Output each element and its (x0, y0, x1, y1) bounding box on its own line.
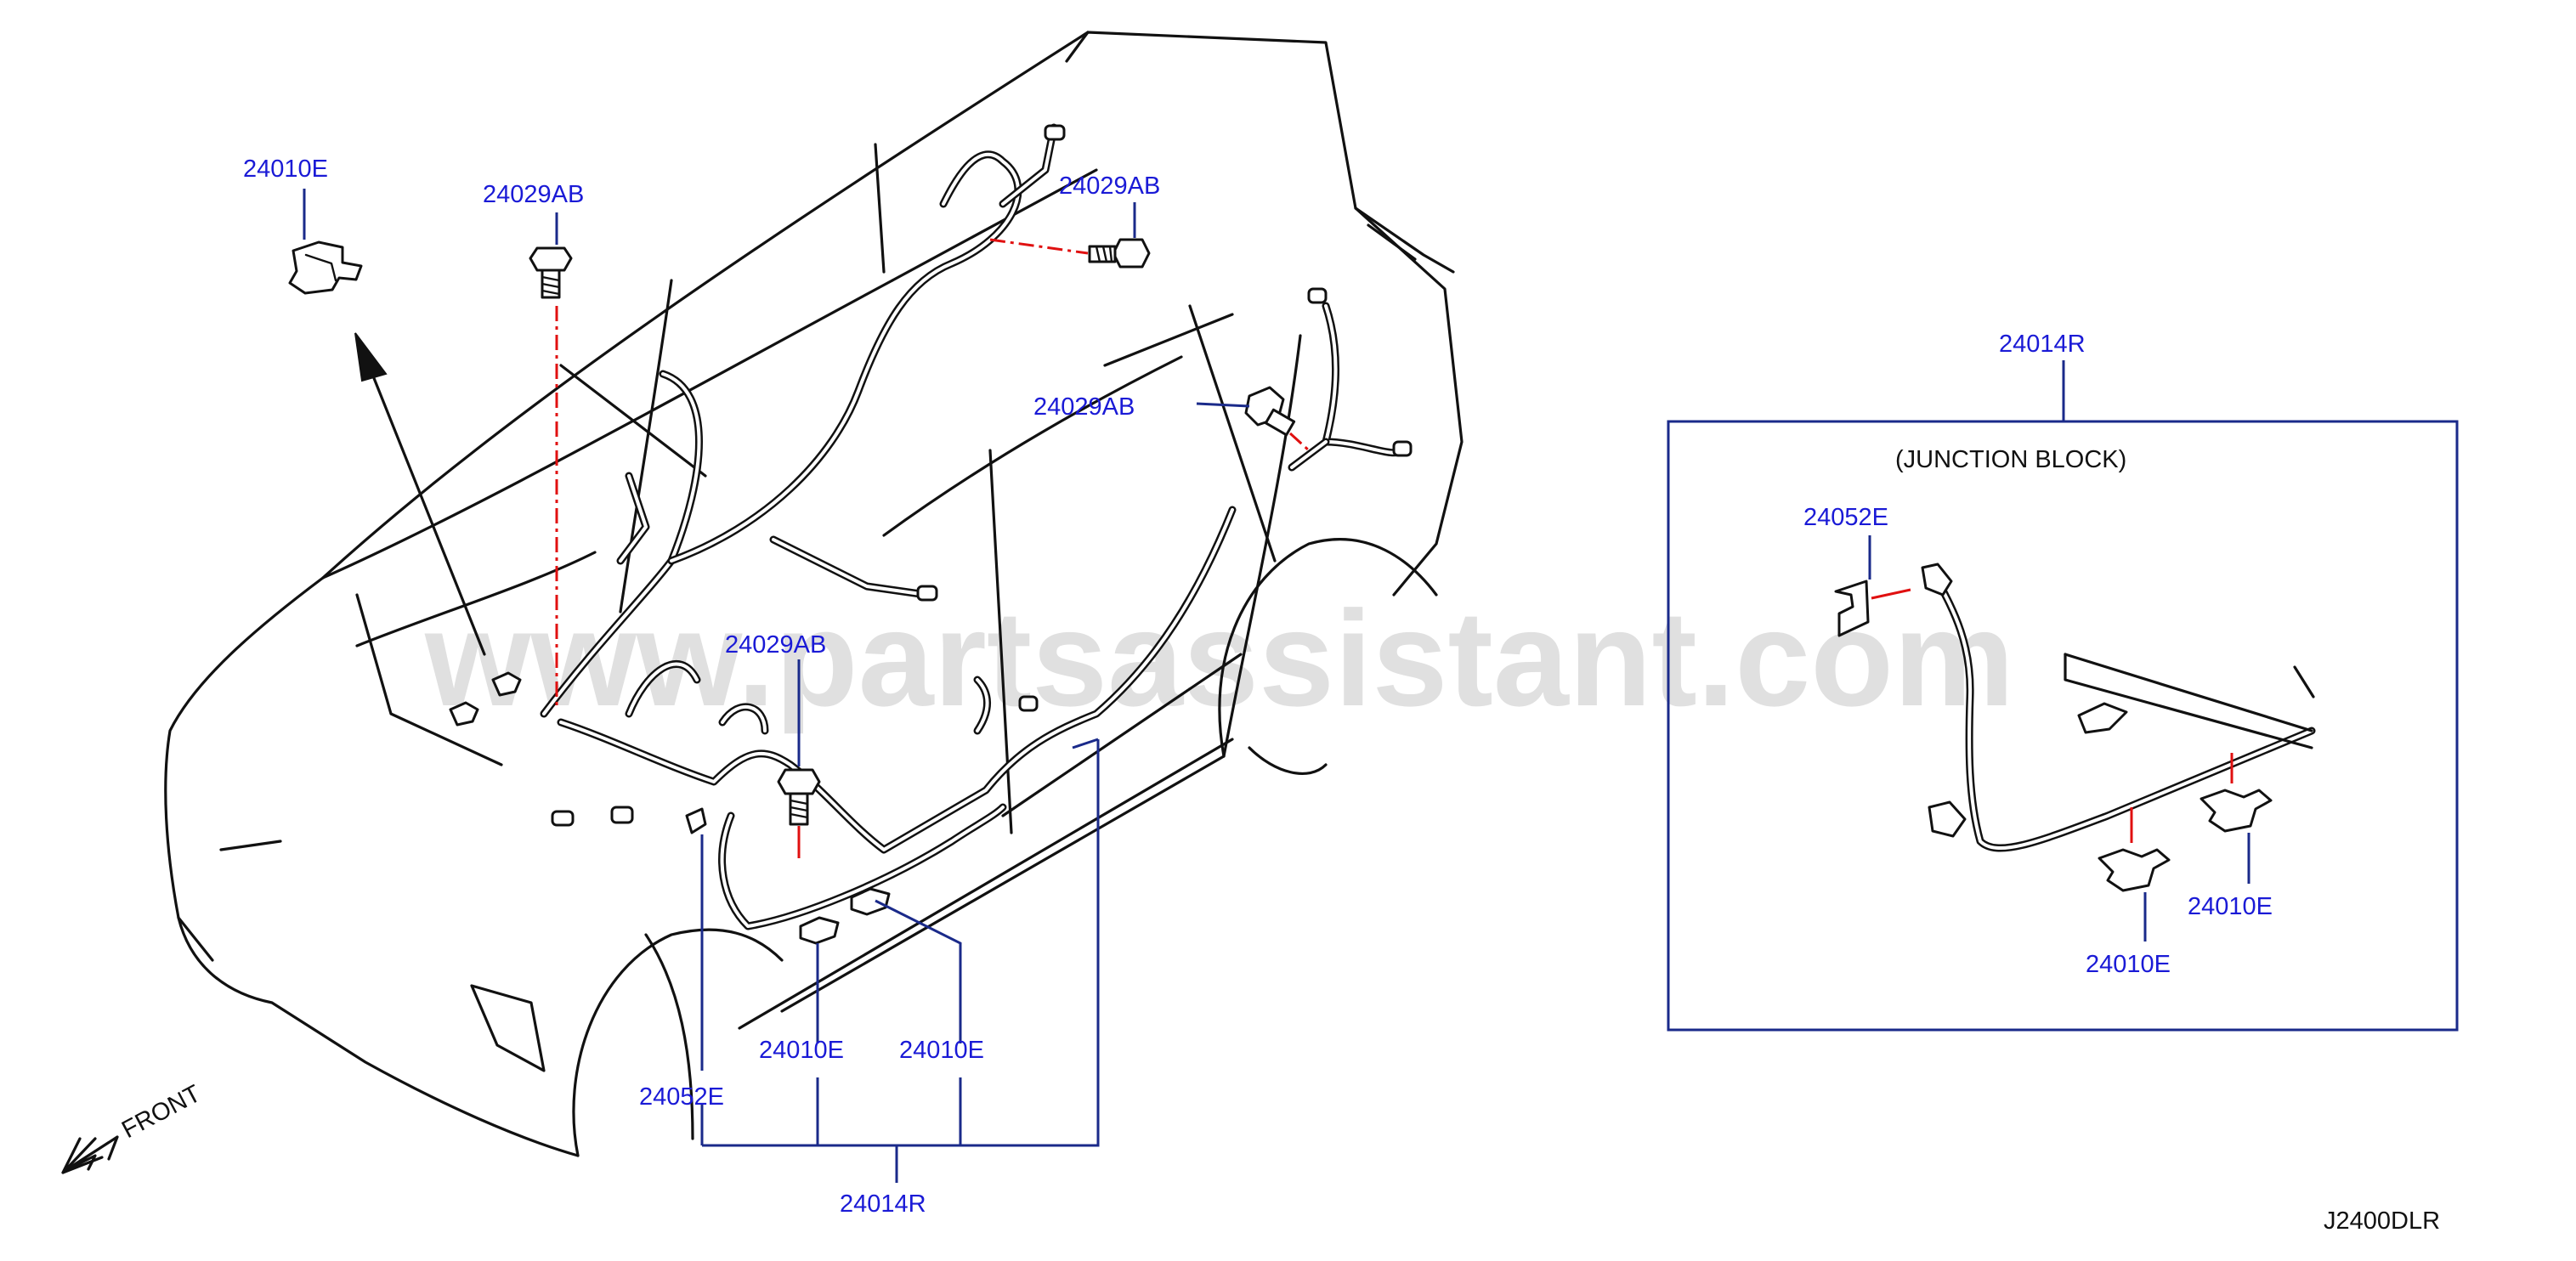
bracket-front-icon (685, 807, 707, 834)
main-wiring-harness (540, 123, 1407, 930)
label-bolt-roof: 24029AB (1059, 172, 1160, 200)
inset-harness-drawing (1921, 563, 2316, 852)
label-clip-detail: 24010E (243, 156, 328, 183)
leader-bolt-rear (1196, 402, 1250, 408)
bolt-rear-icon (1244, 386, 1296, 437)
label-sill-clip-right: 24010E (899, 1037, 984, 1064)
diagram-code: J2400DLR (2324, 1207, 2440, 1235)
bolt-floor-icon (777, 768, 821, 826)
label-inset-bracket: 24052E (1803, 504, 1888, 531)
front-direction-arrow: FRONT (61, 1080, 206, 1174)
front-label: FRONT (117, 1080, 205, 1144)
label-sill-clip-left: 24010E (759, 1037, 844, 1064)
bolt-roof-link (989, 238, 1089, 255)
label-bolt-floor: 24029AB (725, 631, 826, 659)
engine-bay-clips (449, 671, 522, 727)
bolt-rear-link (1288, 432, 1311, 452)
vehicle-body-outline (164, 31, 1464, 1157)
label-harness: 24014R (840, 1190, 926, 1218)
inset-clip-left-icon (2098, 848, 2171, 892)
inset-clip-right-icon (2200, 789, 2273, 833)
bolt-engine-icon (529, 246, 573, 299)
inset-bracket-icon (1834, 580, 1870, 637)
label-inset-part: 24014R (1999, 331, 2086, 358)
label-bolt-engine: 24029AB (483, 181, 584, 208)
inset-title: (JUNCTION BLOCK) (1895, 446, 2126, 473)
label-inset-clip-left: 24010E (2086, 951, 2171, 978)
harness-connectors (551, 124, 1413, 827)
harness-leader-group (700, 738, 1100, 1183)
detail-arrow (354, 332, 486, 656)
label-inset-clip-right: 24010E (2188, 893, 2273, 920)
inset-bracket-link (1871, 588, 1911, 600)
sill-clip-right-icon (850, 887, 891, 916)
label-bolt-rear: 24029AB (1033, 393, 1135, 421)
clip-detail-icon (288, 240, 363, 295)
label-bracket-front: 24052E (639, 1083, 724, 1111)
sill-clip-left-icon (799, 916, 840, 945)
bolt-roof-icon (1088, 238, 1151, 269)
